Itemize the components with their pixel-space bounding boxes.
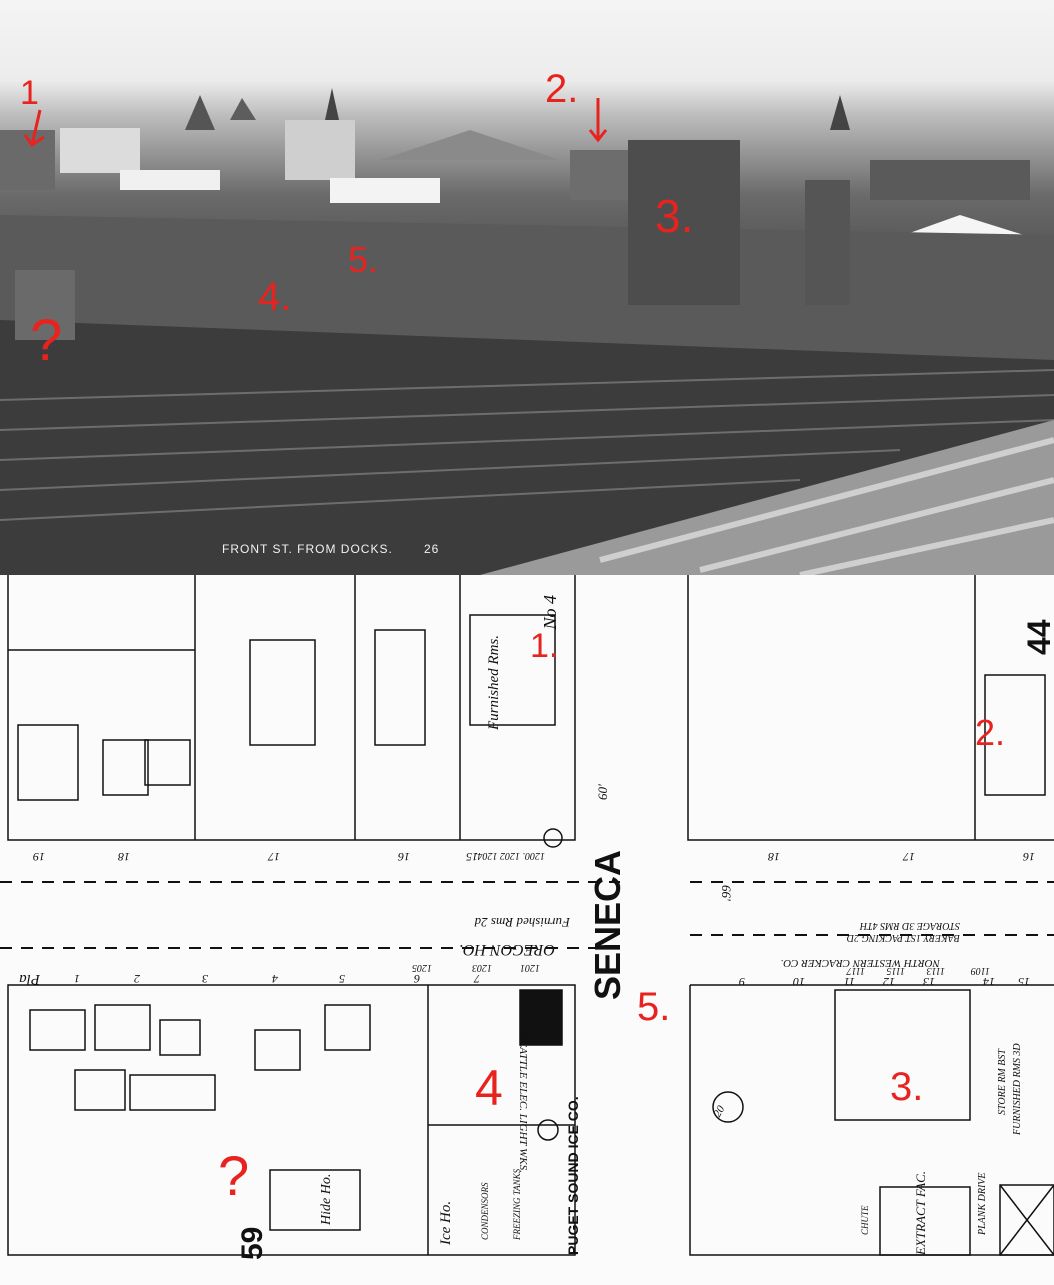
svg-text:1109: 1109 [971,965,990,976]
chute-label: CHUTE [860,1205,870,1235]
dock-frame [480,420,1054,575]
ruined-building [628,140,740,305]
svg-text:2: 2 [134,972,140,986]
svg-text:1: 1 [74,972,80,986]
svg-text:4: 4 [272,972,278,986]
map-marker-2: 2. [975,712,1005,753]
svg-text:14: 14 [983,975,995,989]
svg-text:5: 5 [339,972,345,986]
arrow-icon [23,109,45,148]
svg-text:1115: 1115 [886,965,905,976]
photo-marker-1: 1 [20,74,39,112]
street-width: 60' [595,784,610,800]
oregon-house-label: OREGON HO. [459,941,555,958]
map-marker-4: 4 [475,1060,503,1116]
svg-text:1203: 1203 [472,962,492,973]
svg-text:1117: 1117 [845,965,865,976]
svg-text:1205: 1205 [412,962,432,973]
svg-text:15: 15 [466,850,478,864]
sheet-number-top: 44 [1021,619,1054,655]
photo-scene: 1 2. 3. 4. 5. ? FRONT ST. FROM DOCKS. 26 [0,67,1054,575]
svg-text:19: 19 [33,850,45,864]
svg-text:7: 7 [473,972,480,986]
photo-marker-2: 2. [545,67,578,111]
map-marker-5: 5. [637,985,670,1029]
svg-text:1201: 1201 [520,962,540,973]
photo-marker-question: ? [30,308,62,373]
map-marker-question: ? [218,1144,249,1207]
svg-text:1200. 1202 1204.: 1200. 1202 1204. [475,850,545,861]
dock-timbers [0,369,1054,521]
svg-text:15: 15 [1018,975,1030,989]
historical-photo: 1 2. 3. 4. 5. ? FRONT ST. FROM DOCKS. 26 [0,0,1054,575]
photo-marker-3: 3. [655,190,693,242]
photo-plate-number: 26 [424,542,439,556]
circle-20-label: 20 [711,1103,727,1119]
plank-drive-label: PLANK DRIVE [977,1173,988,1237]
svg-text:16: 16 [1023,850,1035,864]
lot-numbers: 19 18 17 16 15 1200. 1202 1204. 1 2 3 4 … [33,850,1035,989]
light-works-label: SEATTLE ELEC. LIGHT WKS. [517,1035,529,1173]
sheet-number-bottom: 59 [236,1227,269,1260]
svg-text:17: 17 [267,850,280,864]
arrow-icon [588,98,608,143]
map-marker-3: 3. [890,1065,923,1109]
street-lines [0,881,1054,949]
photo-marker-5: 5. [348,239,378,280]
cracker-co-label: NORTH WESTERN CRACKER CO. [780,957,941,969]
street-width-right: 66' [719,885,734,901]
ice-house-label: Ice Ho. [438,1201,454,1246]
cracker-sub2-label: STORAGE 3D RMS 4TH [859,920,960,931]
map-drawing: SENECA 44 59 60' 66' No 4 Furnished Rms.… [0,575,1054,1260]
freezing-tanks-label: FREEZING TANKS [512,1168,522,1241]
hide-house-label: Hide Ho. [319,1174,334,1226]
svg-text:11: 11 [844,975,855,989]
place-label: Pla [19,971,41,987]
svg-text:13: 13 [923,975,935,989]
street-name: SENECA [587,850,628,1000]
svg-text:12: 12 [883,975,895,989]
extract-factory-label: EXTRACT FAC. [913,1171,928,1256]
furnished-rooms-label: Furnished Rms. [486,635,502,731]
svg-text:6: 6 [414,972,420,986]
block-outlines [7,575,1054,1256]
store-label: STORE RM BST [997,1048,1008,1115]
furnished-rooms-3-label: FURNISHED RMS 3D [1012,1043,1023,1136]
fire-station-label: No 4 [540,595,560,631]
svg-text:16: 16 [398,850,410,864]
photo-marker-4: 4. [258,275,291,319]
photo-caption: FRONT ST. FROM DOCKS. [222,542,393,556]
svg-text:18: 18 [118,850,130,864]
condensors-label: CONDENSORS [480,1182,490,1240]
map-marker-1: 1. [530,627,558,665]
svg-text:1113: 1113 [926,965,945,976]
svg-text:3: 3 [202,972,209,986]
sanborn-map: SENECA 44 59 60' 66' No 4 Furnished Rms.… [0,575,1054,1285]
svg-text:10: 10 [793,975,805,989]
oregon-furnished-label: Furnished Rms 2d [474,915,571,930]
svg-text:17: 17 [902,850,915,864]
svg-text:18: 18 [768,850,780,864]
svg-text:9: 9 [739,975,745,989]
town-skyline [0,88,1040,240]
ice-company-label: PUGET SOUND ICE CO. [565,1096,581,1255]
cracker-sub-label: BAKERY 1ST PACKING 2D [846,932,960,943]
